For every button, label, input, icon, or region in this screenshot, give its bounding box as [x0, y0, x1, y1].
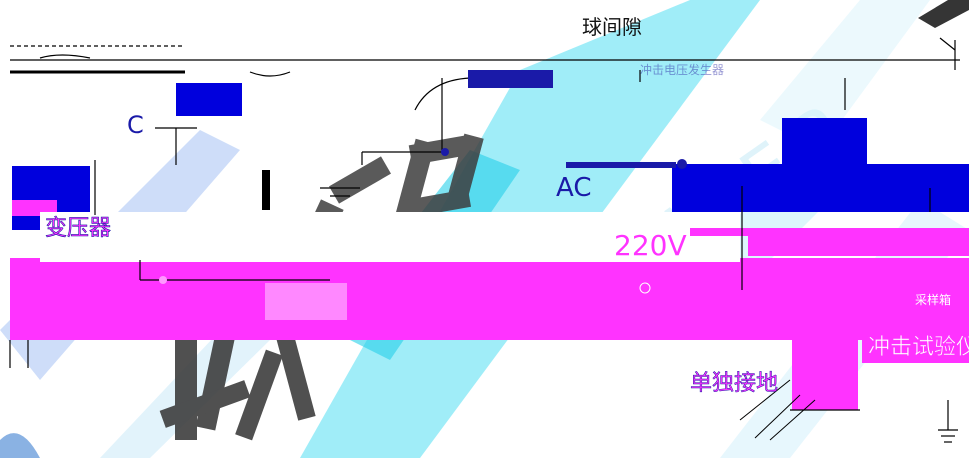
magenta-lower-block: [792, 330, 858, 410]
transformer-label: 变压器: [45, 216, 111, 241]
top-wiring: [10, 37, 960, 150]
magenta-voltage-strip: [690, 228, 750, 236]
ball-gap-label: 球间隙: [582, 15, 642, 39]
single-ground-label: 单独接地: [690, 371, 778, 396]
middle-wiring: [9, 70, 958, 443]
ac-label: AC: [556, 173, 591, 203]
watermark-logo-black: [918, 0, 969, 28]
watermark-glyph-3: [394, 133, 484, 222]
sample-box-label: 采样箱: [915, 292, 951, 307]
magenta-inner-light: [265, 283, 347, 320]
capacitor-block: [176, 83, 242, 116]
magenta-band-main: [10, 258, 969, 340]
c-label: C: [127, 111, 144, 139]
watermark-stripe-light-2: [760, 0, 930, 150]
magenta-right-panel: [862, 283, 969, 363]
ac-blue-strip: [566, 162, 676, 168]
watermark-logo-arc: [0, 433, 40, 458]
voltage-label: 220V: [614, 229, 687, 262]
right-blue-block-main: [676, 164, 969, 212]
junction-dots: [159, 148, 687, 294]
magenta-right-strip: [748, 228, 969, 256]
right-blue-edge: [672, 164, 680, 212]
top-center-blue-bar: [468, 70, 553, 88]
impulse-tester-label: 冲击试验仪: [868, 335, 969, 360]
faint-top-text: 冲击电压发生器: [640, 62, 724, 77]
white-area-middle: [40, 212, 740, 262]
right-blue-block-top: [782, 118, 867, 168]
